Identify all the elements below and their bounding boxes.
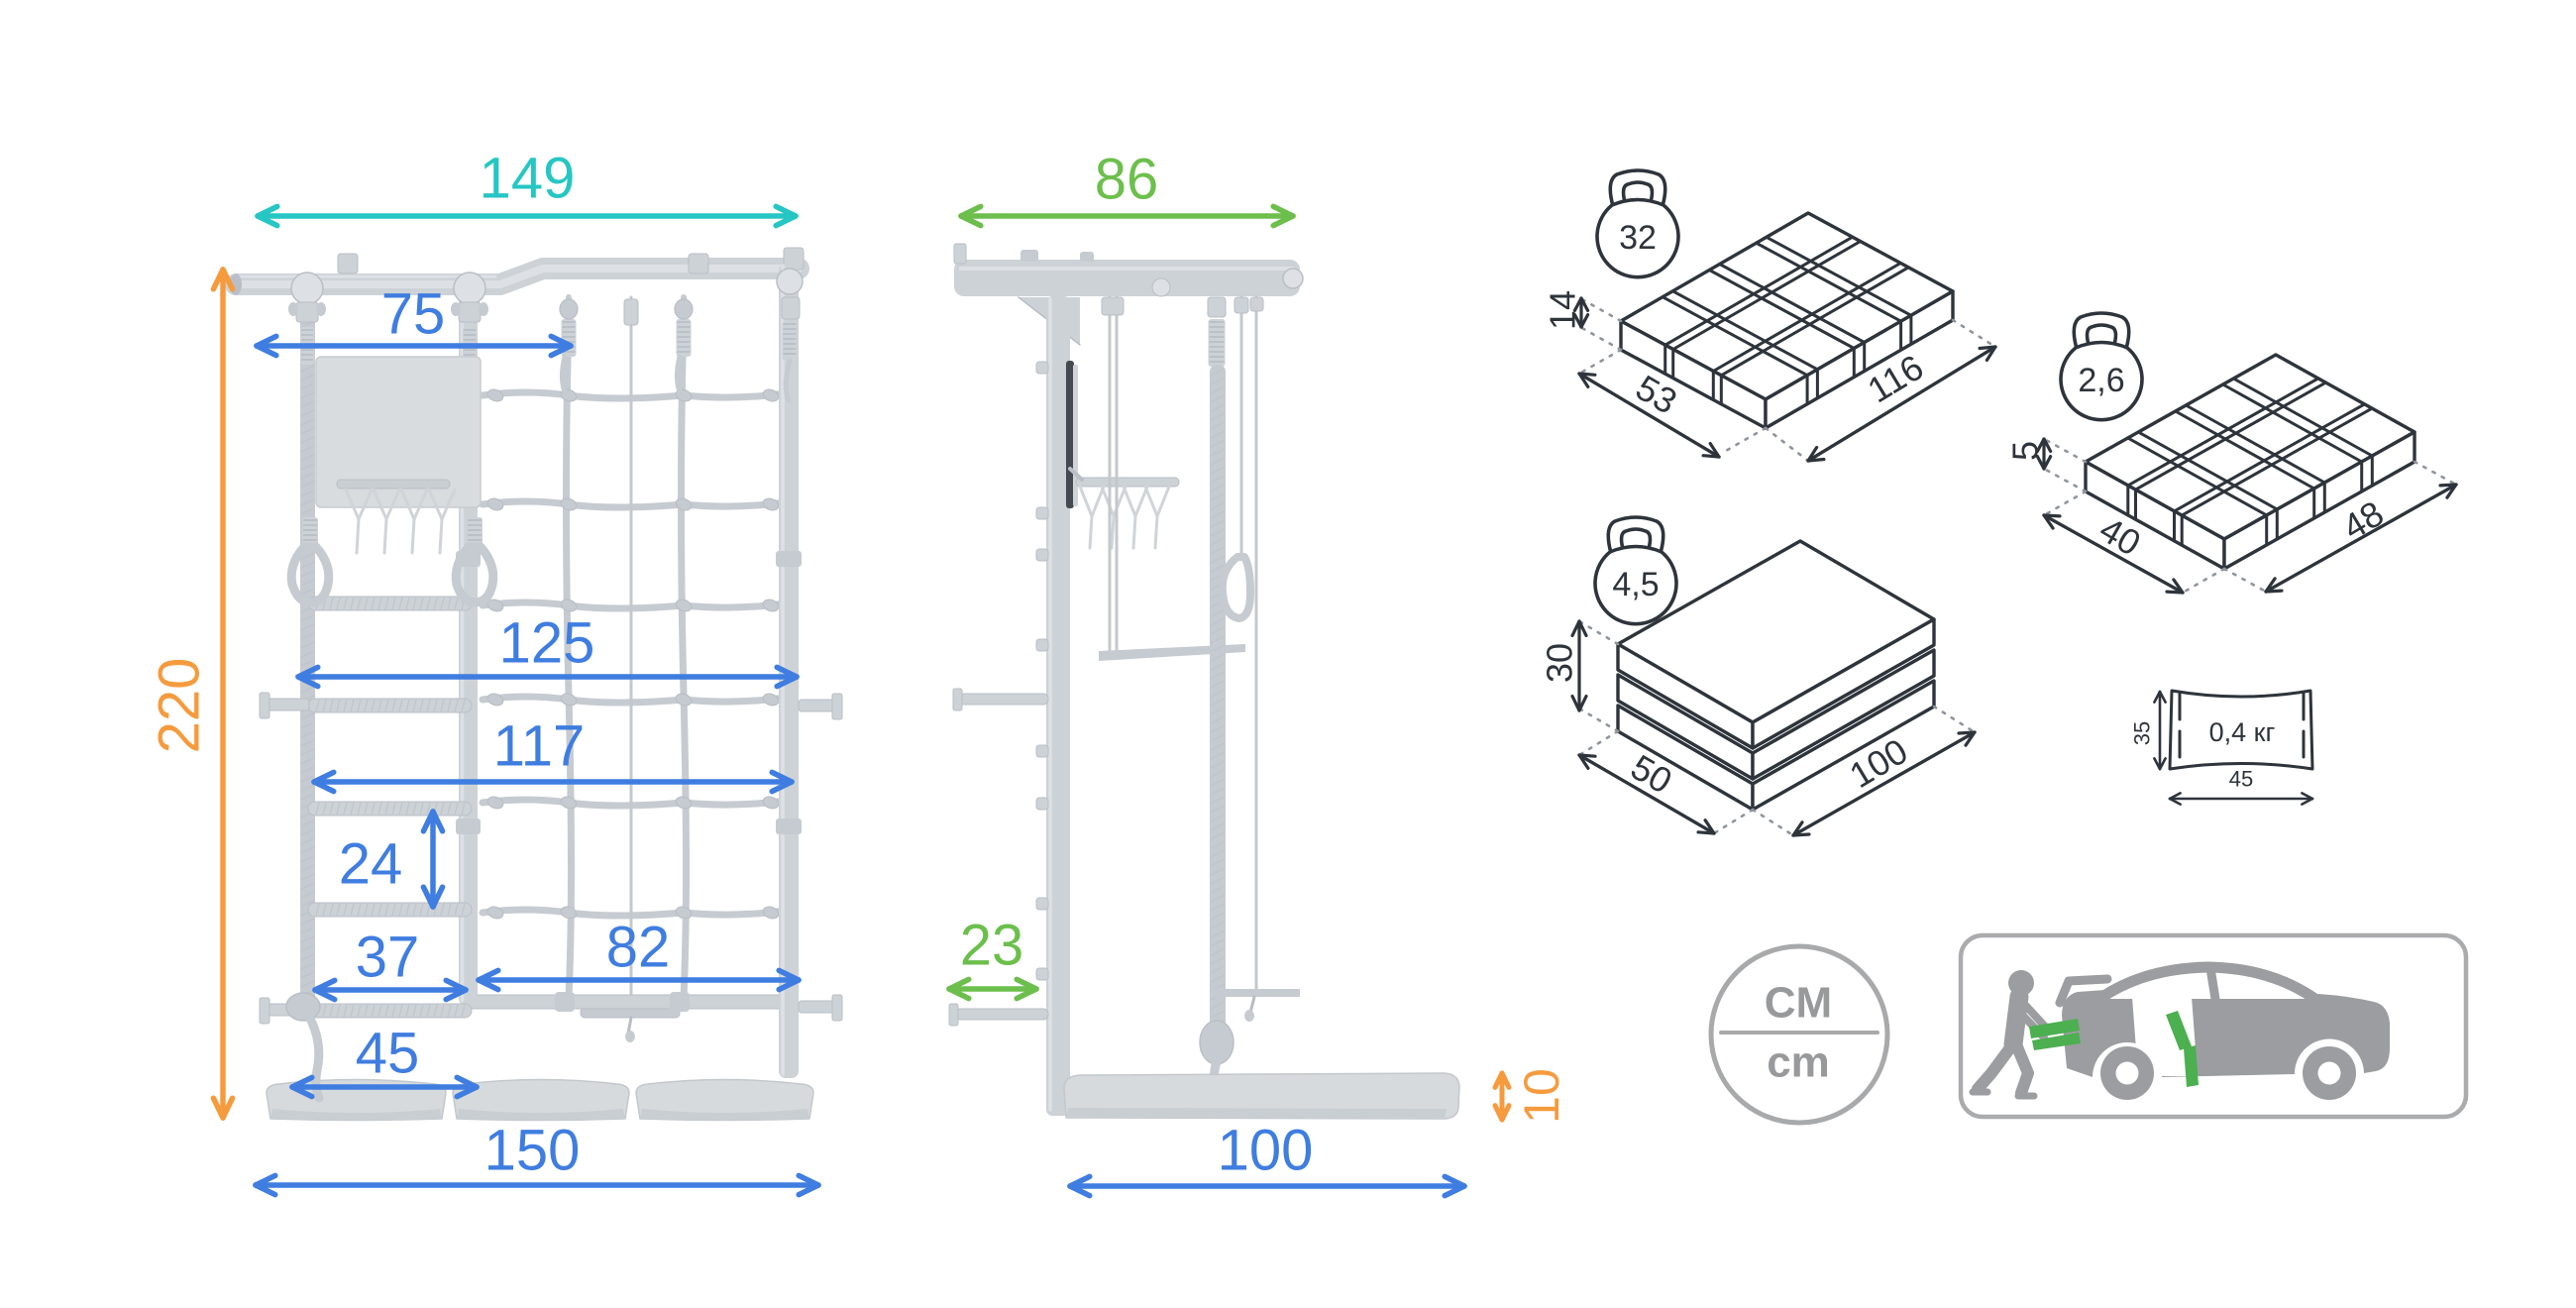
- svg-text:45: 45: [2229, 767, 2253, 792]
- svg-text:35: 35: [2130, 721, 2155, 745]
- svg-text:75: 75: [381, 282, 446, 347]
- svg-text:10: 10: [1514, 1068, 1569, 1124]
- svg-text:2,6: 2,6: [2078, 362, 2124, 399]
- svg-text:86: 86: [1095, 148, 1159, 212]
- svg-text:125: 125: [499, 611, 595, 676]
- svg-text:cm: cm: [1767, 1038, 1830, 1087]
- svg-text:117: 117: [493, 714, 585, 779]
- svg-text:23: 23: [960, 914, 1024, 978]
- svg-text:37: 37: [356, 926, 420, 990]
- svg-text:149: 149: [480, 147, 576, 211]
- svg-text:32: 32: [1619, 219, 1657, 257]
- svg-text:220: 220: [148, 658, 212, 754]
- svg-text:150: 150: [484, 1119, 581, 1183]
- svg-text:5: 5: [2005, 441, 2046, 461]
- svg-text:82: 82: [606, 916, 671, 980]
- svg-text:CM: CM: [1765, 979, 1832, 1028]
- svg-text:4,5: 4,5: [1612, 566, 1659, 603]
- svg-text:24: 24: [339, 832, 403, 897]
- svg-text:30: 30: [1540, 643, 1580, 683]
- svg-text:14: 14: [1543, 290, 1583, 330]
- svg-text:45: 45: [356, 1022, 420, 1086]
- svg-text:0,4 кг: 0,4 кг: [2209, 717, 2276, 747]
- svg-text:100: 100: [1218, 1119, 1314, 1183]
